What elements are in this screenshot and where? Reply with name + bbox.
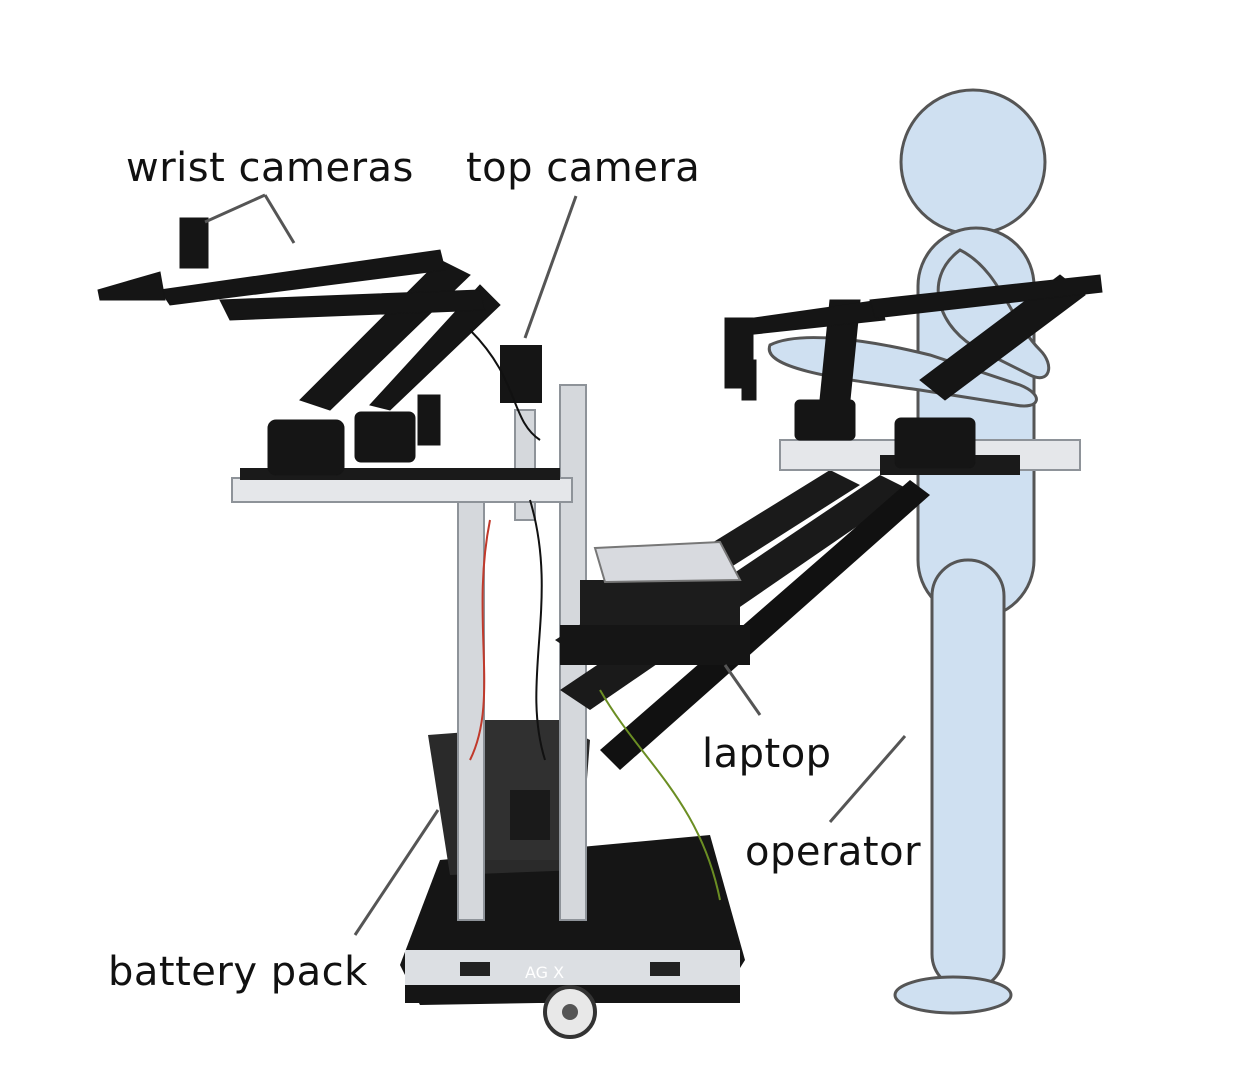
pointer-operator bbox=[828, 735, 907, 823]
pointer-wrist-right bbox=[263, 194, 296, 244]
pointer-wrist-left bbox=[204, 193, 266, 224]
pointer-laptop bbox=[723, 664, 762, 716]
pointer-top-camera bbox=[523, 195, 578, 339]
pointer-battery bbox=[353, 809, 440, 936]
label-top-camera: top camera bbox=[466, 145, 701, 191]
label-battery-pack: battery pack bbox=[108, 949, 368, 995]
label-laptop: laptop bbox=[702, 731, 832, 777]
operator-leg bbox=[930, 558, 1006, 992]
top-camera-body bbox=[500, 345, 542, 403]
operator-silhouette bbox=[767, 88, 1051, 1015]
cables bbox=[469, 329, 721, 901]
right-robot-arms bbox=[724, 274, 1103, 469]
svg-text:AG X: AG X bbox=[525, 963, 564, 982]
label-wrist-cameras: wrist cameras bbox=[126, 145, 414, 191]
operator-foot bbox=[893, 975, 1013, 1015]
label-operator: operator bbox=[745, 829, 922, 875]
pointer-lines bbox=[204, 193, 907, 936]
laptop-shelf bbox=[560, 540, 750, 665]
operator-head bbox=[899, 88, 1047, 236]
left-robot-arms bbox=[97, 217, 501, 476]
